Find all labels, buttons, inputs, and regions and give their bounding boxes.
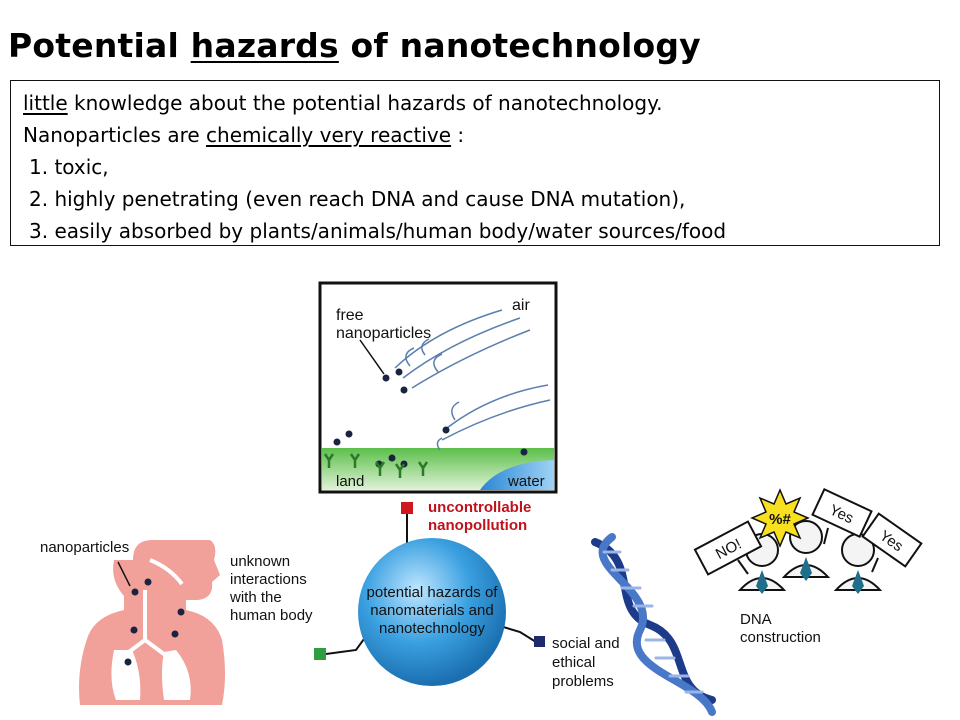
air-label: air [512,297,530,314]
dna-label-1: DNA [740,611,772,628]
center-label-2: nanomaterials and [370,602,493,619]
wind-streaks [394,309,551,451]
water-label: water [507,473,545,490]
sign-yes-2: Yes [861,512,923,573]
environment-panel: free nanoparticles air land water [318,281,558,494]
center-sphere [314,502,545,686]
dna-label-2: construction [740,629,821,646]
interactions-label-1: unknown [230,553,290,570]
dna-helix [591,533,716,716]
body-nanoparticles-label: nanoparticles [40,539,129,556]
reactive-post: : [451,123,465,147]
plant-sprouts [323,453,429,478]
title-suffix: of nanotechnology [338,26,701,65]
free-label: free [336,307,364,324]
title-emphasis: hazards [190,26,339,65]
social-marker [534,636,545,647]
nanopollution-marker [401,502,413,514]
interactions-label-2: interactions [230,571,307,588]
page-title: Potential hazards of nanotechnology [8,26,701,65]
land-label: land [336,473,364,490]
center-label-3: nanotechnology [379,620,485,637]
social-label-3: problems [552,673,614,690]
social-label-2: ethical [552,654,595,671]
list-item: 2. highly penetrating (even reach DNA an… [29,187,686,211]
protester-right [833,533,883,594]
protester-middle [781,520,831,581]
sign-no: NO! [693,520,763,576]
nanopollution-label-1: uncontrollable [428,499,531,516]
interactions-label-4: human body [230,607,313,624]
title-prefix: Potential [8,26,191,65]
human-body-figure [79,540,225,705]
intro-emphasis: little [23,91,68,115]
intro-line: little knowledge about the potential haz… [23,87,927,119]
burst-text: %# [769,511,791,528]
burst: %# [750,488,810,548]
nanopollution-label-2: nanopollution [428,517,527,534]
center-label-1: potential hazards of [367,584,499,601]
intro-rest: knowledge about the potential hazards of… [67,91,663,115]
list-item: 3. easily absorbed by plants/animals/hum… [29,219,727,243]
reactive-line: Nanoparticles are chemically very reacti… [23,119,927,151]
body-marker [314,648,326,660]
reactive-emphasis: chemically very reactive [206,123,452,147]
reactive-pre: Nanoparticles are [23,123,207,147]
interactions-label-3: with the [229,589,282,606]
hazards-text-box: little knowledge about the potential haz… [10,80,940,246]
protesters: NO! %# Yes Yes [693,487,923,594]
list-item: 1. toxic, [29,155,109,179]
social-label-1: social and [552,635,620,652]
nanoparticles-label: nanoparticles [336,325,431,342]
sign-yes-1: Yes [811,487,873,545]
